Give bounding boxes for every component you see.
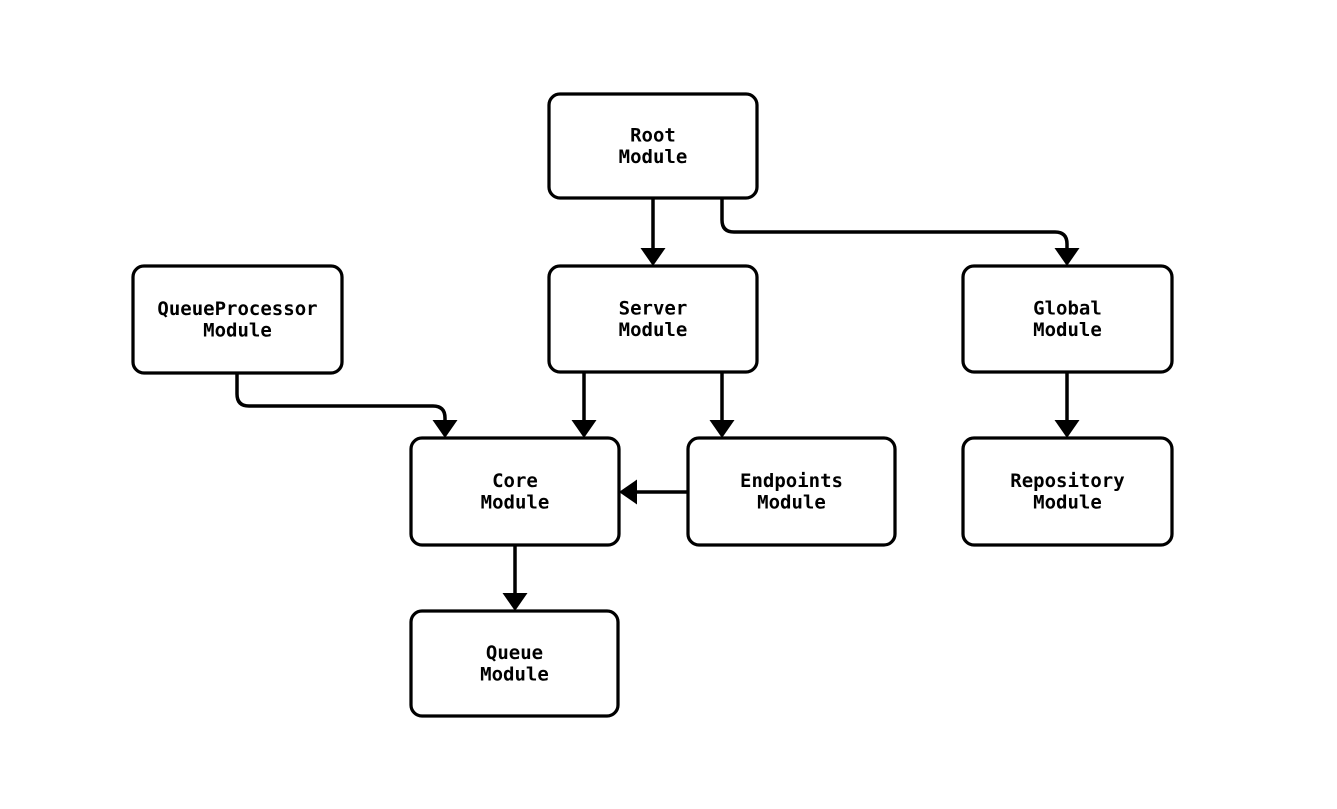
edge-queueprocessor-to-core bbox=[235, 373, 447, 423]
arrowhead-global-to-repository bbox=[1054, 420, 1080, 438]
arrowhead-core-to-queue bbox=[502, 593, 528, 611]
edge-root-to-global bbox=[720, 198, 1069, 251]
arrowhead-server-to-endpoints bbox=[709, 420, 735, 438]
arrowhead-root-to-global bbox=[1054, 248, 1080, 266]
node-box-repository bbox=[961, 436, 1174, 547]
arrowhead-root-to-server bbox=[640, 248, 666, 266]
arrowhead-endpoints-to-core bbox=[619, 479, 637, 505]
arrowhead-server-to-core bbox=[571, 420, 597, 438]
node-box-queue bbox=[409, 609, 620, 718]
arrowhead-queueprocessor-to-core bbox=[432, 420, 458, 438]
